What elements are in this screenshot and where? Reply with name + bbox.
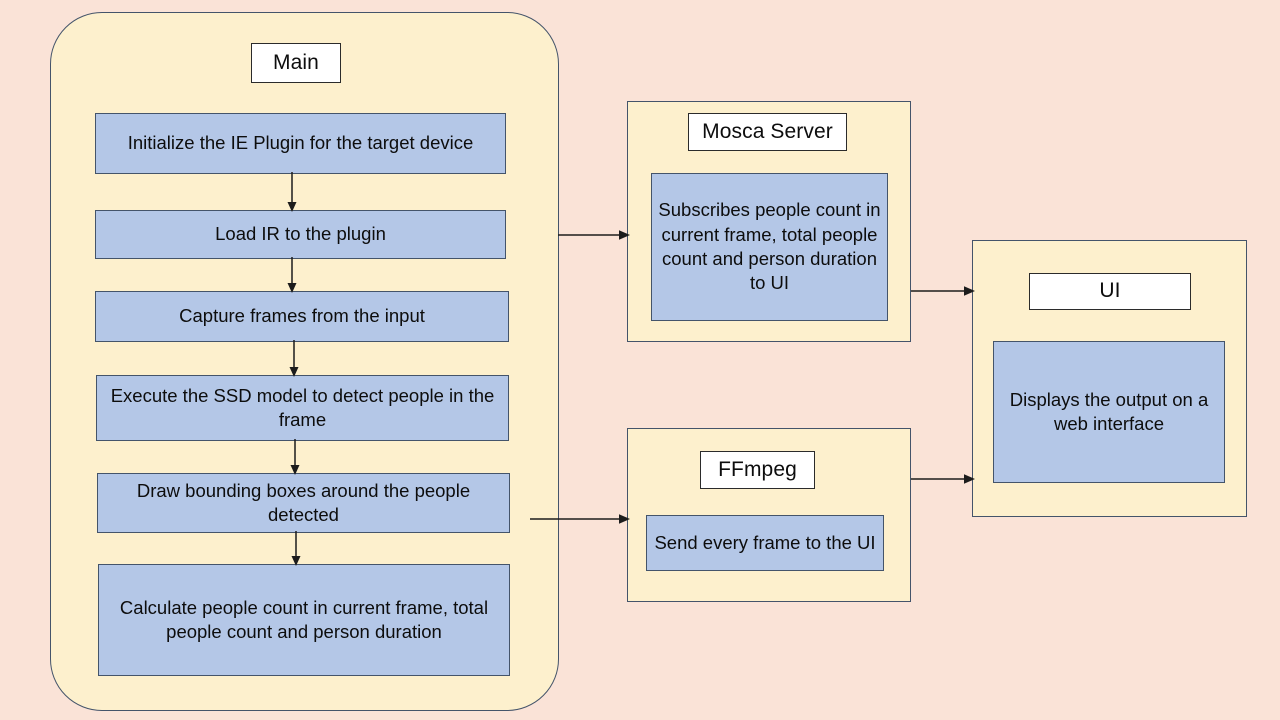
connector-main-to-mosca-arrow <box>558 230 630 240</box>
process-label: Load IR to the plugin <box>215 223 386 245</box>
process-label: Subscribes people count in current frame… <box>658 199 881 294</box>
ui-title-chip: UI <box>1029 273 1191 310</box>
process-box-execute-ssd-model[interactable]: Execute the SSD model to detect people i… <box>96 375 509 441</box>
ffmpeg-title-label: FFmpeg <box>718 457 797 481</box>
process-label: Send every frame to the UI <box>654 531 876 553</box>
process-label: Displays the output on a web interface <box>1009 388 1209 434</box>
process-label: Calculate people count in current frame,… <box>119 596 489 642</box>
connector-mosca-to-ui-arrow <box>911 286 975 296</box>
process-label: Initialize the IE Plugin for the target … <box>127 132 474 154</box>
process-box-capture-frames[interactable]: Capture frames from the input <box>95 291 509 342</box>
mosca-server-title-label: Mosca Server <box>702 119 833 143</box>
process-box-draw-bounding-boxes[interactable]: Draw bounding boxes around the people de… <box>97 473 510 533</box>
mosca-server-title-chip: Mosca Server <box>688 113 847 151</box>
process-label: Capture frames from the input <box>179 305 425 327</box>
process-box-mosca-subscribes[interactable]: Subscribes people count in current frame… <box>651 173 888 321</box>
process-box-load-ir[interactable]: Load IR to the plugin <box>95 210 506 259</box>
process-box-ui-displays-output[interactable]: Displays the output on a web interface <box>993 341 1225 483</box>
main-title-chip: Main <box>251 43 341 83</box>
connector-ffmpeg-to-ui-arrow <box>911 474 975 484</box>
ui-title-label: UI <box>1099 279 1121 303</box>
process-label: Draw bounding boxes around the people de… <box>136 479 471 525</box>
ffmpeg-title-chip: FFmpeg <box>700 451 815 489</box>
process-box-calculate-counts[interactable]: Calculate people count in current frame,… <box>98 564 510 676</box>
main-title-label: Main <box>273 50 319 74</box>
process-label: Execute the SSD model to detect people i… <box>110 384 495 430</box>
process-box-ffmpeg-send-frames[interactable]: Send every frame to the UI <box>646 515 884 571</box>
process-box-initialize-ie-plugin[interactable]: Initialize the IE Plugin for the target … <box>95 113 506 174</box>
